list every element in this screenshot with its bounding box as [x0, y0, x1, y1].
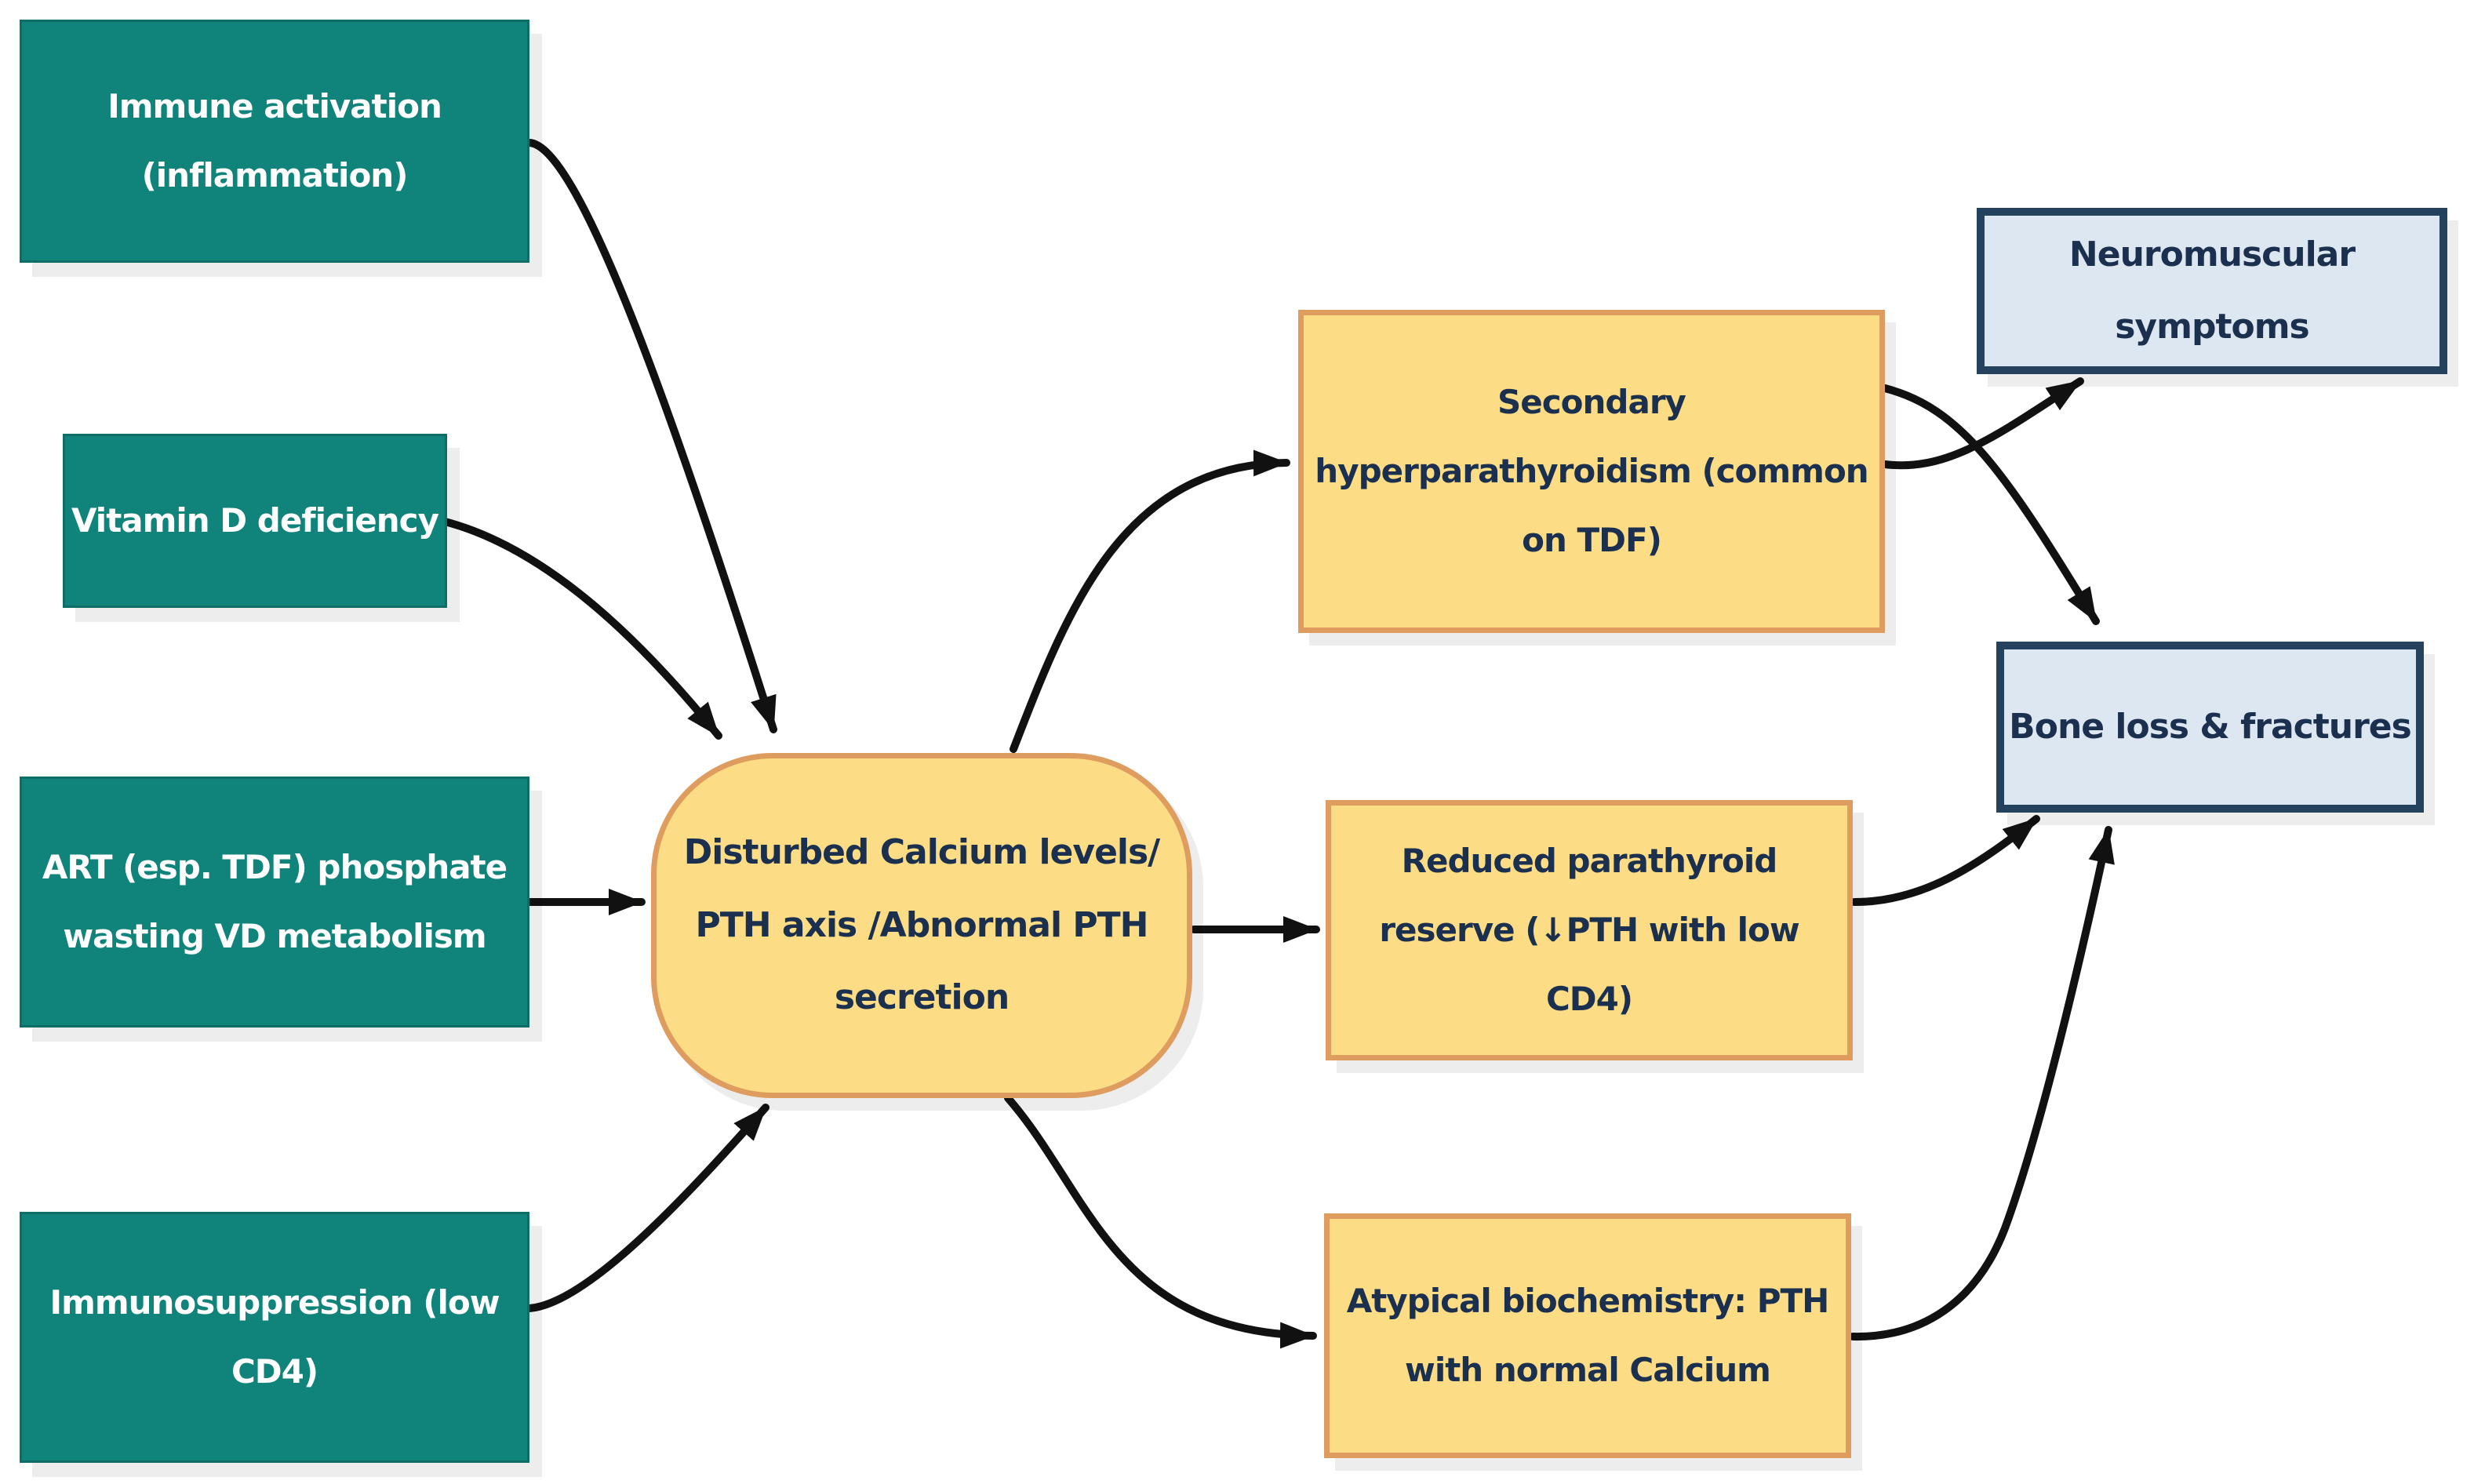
node-calcium-pth-hub: Disturbed Calcium levels/ PTH axis /Abno…: [651, 753, 1192, 1098]
node-neuromuscular-symptoms: Neuromuscular symptoms: [1977, 208, 2447, 374]
node-vitamin-d-deficiency-label: Vitamin D deficiency: [71, 500, 439, 540]
node-reduced-parathyroid-reserve: Reduced parathyroid reserve (↓PTH with l…: [1326, 800, 1853, 1060]
node-secondary-hyperparathyroidism: Secondary hyperparathyroidism (common on…: [1298, 310, 1885, 633]
arrow-hub-to-secondary-hyperparathyroidism: [1010, 449, 1290, 753]
node-neuromuscular-symptoms-label: Neuromuscular symptoms: [2068, 234, 2356, 347]
node-art-phosphate-wasting: ART (esp. TDF) phosphate wasting VD meta…: [20, 777, 529, 1028]
arrow-atypical-to-bone-loss: [1849, 826, 2115, 1341]
arrow-secondary-to-neuromuscular: [1881, 377, 2084, 470]
arrow-reduced-to-bone-loss: [1850, 815, 2040, 906]
arrow-immunosuppression-to-hub: [526, 1104, 769, 1312]
node-atypical-biochemistry-label: Atypical biochemistry: PTH with normal C…: [1346, 1281, 1830, 1389]
node-secondary-hyperparathyroidism-label: Secondary hyperparathyroidism (common on…: [1315, 382, 1868, 560]
node-bone-loss-fractures-label: Bone loss & fractures: [2009, 706, 2412, 747]
arrow-immune-activation-to-hub: [526, 139, 777, 733]
arrow-secondary-to-bone-loss: [1881, 384, 2100, 625]
node-vitamin-d-deficiency: Vitamin D deficiency: [63, 434, 447, 608]
node-reduced-parathyroid-reserve-label: Reduced parathyroid reserve (↓PTH with l…: [1379, 841, 1799, 1019]
arrow-vitamin-d-to-hub: [431, 515, 722, 740]
node-immune-activation-label: Immune activation (inflammation): [107, 86, 442, 195]
node-atypical-biochemistry: Atypical biochemistry: PTH with normal C…: [1324, 1213, 1851, 1458]
node-art-phosphate-wasting-label: ART (esp. TDF) phosphate wasting VD meta…: [42, 847, 508, 955]
node-calcium-pth-hub-label: Disturbed Calcium levels/ PTH axis /Abno…: [683, 832, 1161, 1018]
arrow-hub-to-atypical-biochemistry: [1004, 1094, 1317, 1349]
node-immune-activation: Immune activation (inflammation): [20, 20, 529, 263]
node-immunosuppression: Immunosuppression (low CD4): [20, 1212, 529, 1463]
node-bone-loss-fractures: Bone loss & fractures: [1996, 642, 2424, 813]
node-immunosuppression-label: Immunosuppression (low CD4): [49, 1282, 500, 1391]
